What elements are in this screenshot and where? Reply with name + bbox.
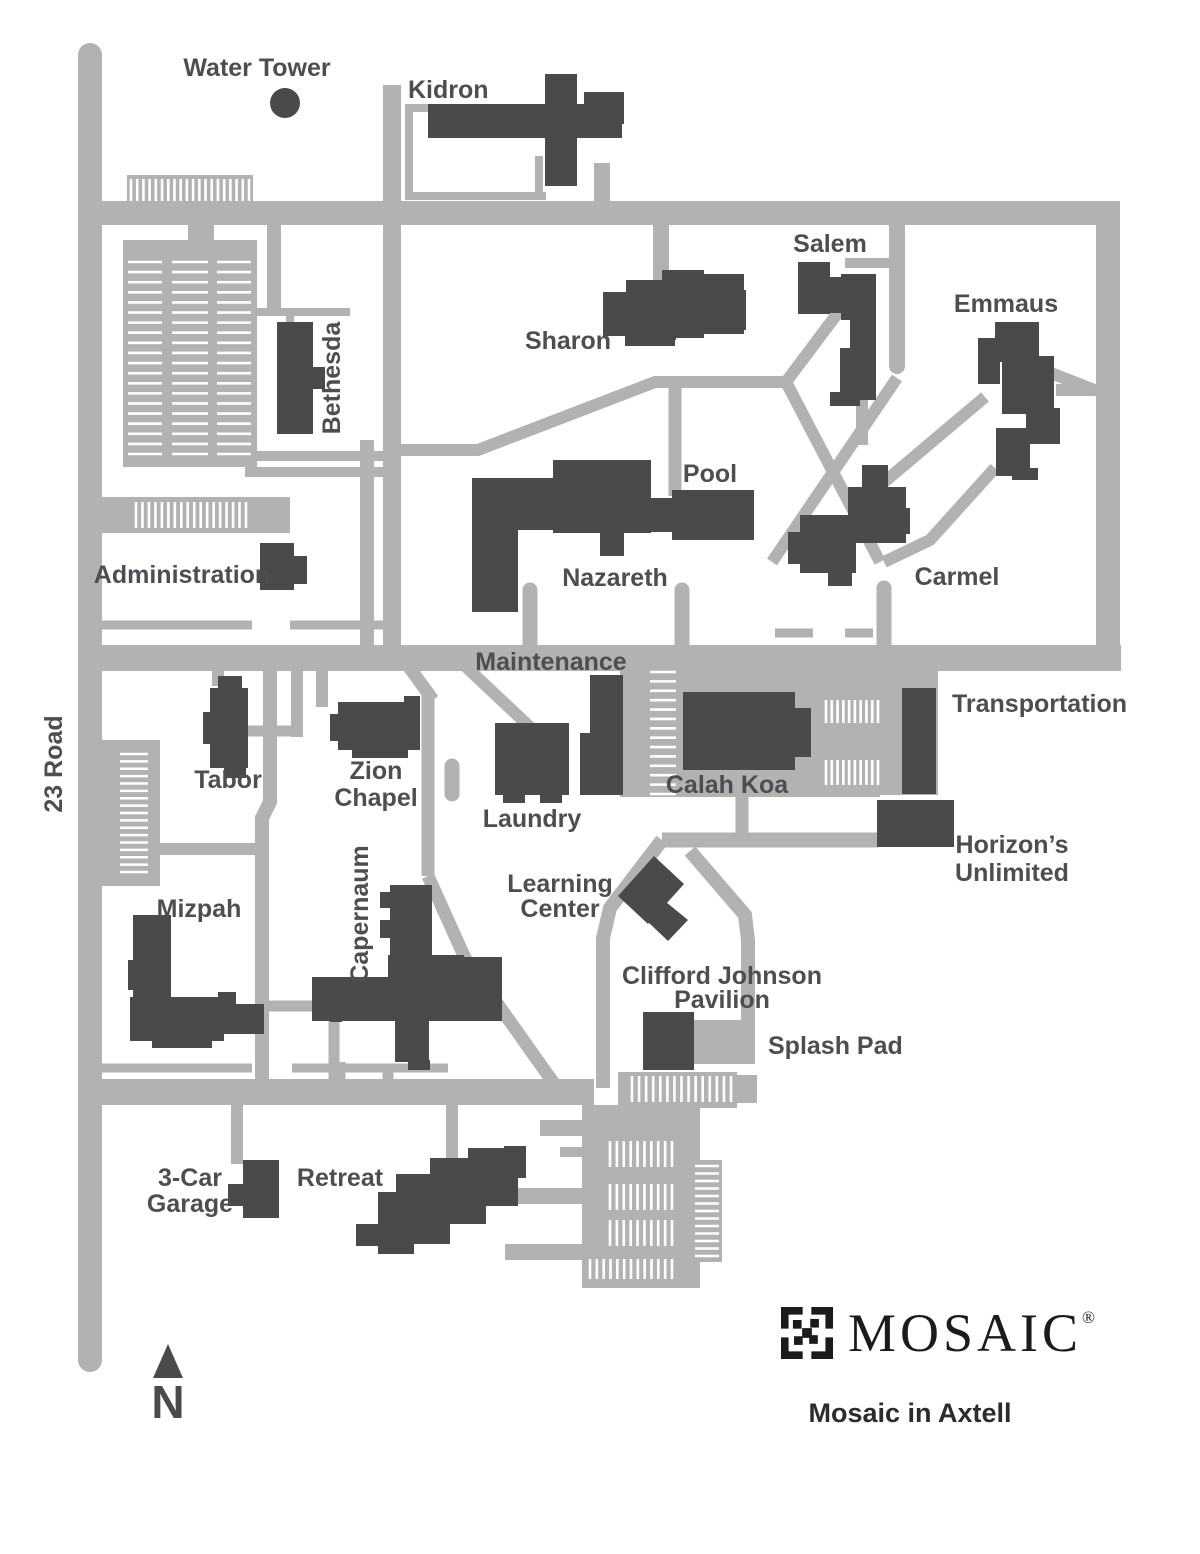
building-maintenance xyxy=(580,675,623,795)
road xyxy=(458,659,537,734)
parking-surface xyxy=(188,205,214,243)
label-tabor: Tabor xyxy=(194,766,262,794)
label-horizons-2: Unlimited xyxy=(955,859,1069,887)
building-laundry xyxy=(495,723,569,803)
label-pool: Pool xyxy=(683,460,737,488)
label-garage-2: Garage xyxy=(147,1190,233,1218)
road xyxy=(596,835,668,1088)
parking-main-lot xyxy=(123,205,257,467)
parking-surface xyxy=(737,1075,757,1103)
label-splash-pad: Splash Pad xyxy=(768,1032,903,1060)
building-tabor xyxy=(203,676,248,778)
parking-surface xyxy=(618,1072,737,1108)
building-three-car-garage xyxy=(228,1160,279,1218)
label-administration: Administration xyxy=(94,561,270,589)
label-zion-1: Zion xyxy=(350,757,403,785)
road xyxy=(866,392,989,499)
building-capernaum xyxy=(312,885,502,1070)
label-clifford-1: Clifford Johnson xyxy=(622,962,822,990)
building-nazareth xyxy=(472,460,651,612)
label-carmel: Carmel xyxy=(915,563,1000,591)
label-nazareth: Nazareth xyxy=(562,564,668,592)
building-zion-chapel xyxy=(330,696,420,758)
road xyxy=(684,846,755,1064)
splash-pad xyxy=(693,1020,741,1064)
parking-surface xyxy=(127,175,253,205)
road xyxy=(767,374,902,566)
parking-administration xyxy=(98,497,290,533)
water-tower-dot xyxy=(270,88,300,118)
compass-label: N xyxy=(151,1376,184,1428)
north-arrow-icon xyxy=(153,1344,183,1378)
building-pool xyxy=(648,490,754,540)
label-transportation: Transportation xyxy=(952,690,1127,718)
building-bethesda xyxy=(277,322,325,434)
label-bethesda: Bethesda xyxy=(318,321,346,435)
map-caption: Mosaic in Axtell xyxy=(808,1398,1012,1428)
label-retreat: Retreat xyxy=(297,1164,384,1192)
label-garage-1: 3-Car xyxy=(158,1164,222,1192)
parking-north-strip xyxy=(127,175,253,205)
parking-calah-rows xyxy=(824,700,880,785)
label-learning-1: Learning xyxy=(507,870,613,898)
label-horizons-1: Horizon’s xyxy=(956,831,1069,859)
label-clifford-2: Pavilion xyxy=(674,986,770,1014)
building-horizons-unlimited xyxy=(877,800,954,847)
road xyxy=(255,658,277,1094)
label-mizpah: Mizpah xyxy=(157,895,242,923)
parking-west-strip xyxy=(78,740,160,886)
parking-surface xyxy=(582,1105,700,1288)
label-salem: Salem xyxy=(793,230,867,258)
road xyxy=(881,463,1000,568)
building-calah-koa xyxy=(683,692,811,770)
building-administration xyxy=(260,543,307,590)
building-carmel xyxy=(788,465,910,586)
road xyxy=(781,306,845,386)
road xyxy=(398,376,786,456)
mosaic-wordmark: MOSAIC® xyxy=(848,1306,1095,1360)
label-emmaus: Emmaus xyxy=(954,290,1058,318)
building-retreat xyxy=(356,1146,526,1254)
building-salem xyxy=(798,262,876,406)
building-learning-center xyxy=(618,856,688,941)
label-laundry: Laundry xyxy=(483,805,582,833)
mosaic-brand-text: MOSAIC xyxy=(848,1303,1083,1363)
parking-calah-column xyxy=(650,670,676,796)
label-calah-koa: Calah Koa xyxy=(666,771,789,799)
registered-mark: ® xyxy=(1082,1308,1095,1327)
label-maintenance: Maintenance xyxy=(475,648,627,676)
label-sharon: Sharon xyxy=(525,327,611,355)
road xyxy=(398,656,439,704)
building-transportation xyxy=(902,688,936,794)
label-capernaum: Capernaum xyxy=(346,845,374,983)
label-kidron: Kidron xyxy=(408,76,489,104)
parking-south-lot xyxy=(582,1072,757,1288)
building-emmaus xyxy=(978,322,1060,480)
building-sharon xyxy=(603,270,746,346)
label-road-23: 23 Road xyxy=(40,715,68,812)
mosaic-squares-icon xyxy=(781,1307,833,1359)
building-mizpah xyxy=(128,915,264,1048)
label-learning-2: Center xyxy=(520,895,599,923)
building-clifford-johnson-pavilion xyxy=(643,1012,694,1070)
mosaic-logo: MOSAIC® xyxy=(781,1306,1095,1360)
label-water-tower: Water Tower xyxy=(183,54,331,82)
building-kidron xyxy=(428,74,624,186)
label-zion-2: Chapel xyxy=(334,784,417,812)
road xyxy=(78,201,1120,671)
